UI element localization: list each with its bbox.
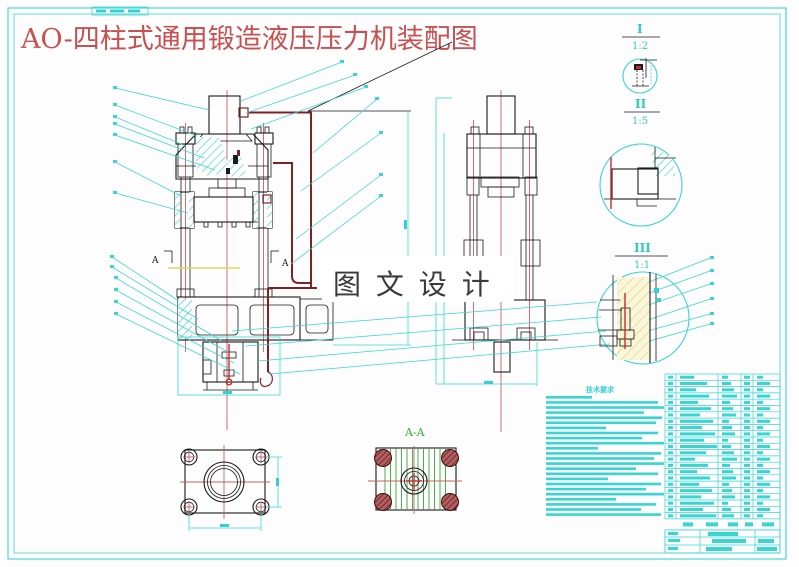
detail-III-scale: 1:1 xyxy=(634,260,650,271)
technical-notes: 技术要求 xyxy=(546,385,664,516)
notes-heading: 技术要求 xyxy=(586,385,615,394)
watermark: 图 文 设 计 xyxy=(322,256,514,302)
detail-I: I 1:2 xyxy=(622,22,660,93)
detail-I-label: I xyxy=(637,22,643,36)
green-hatch xyxy=(385,449,446,509)
detail-II-label: II xyxy=(635,97,647,111)
section-AA-label: A-A xyxy=(404,426,426,439)
watermark-text: 图 文 设 计 xyxy=(333,268,493,301)
yellow-hatch-zone xyxy=(617,277,649,360)
detail-III-label: III xyxy=(634,241,651,255)
section-hatch xyxy=(196,137,231,176)
detail-II: II 1:5 xyxy=(600,97,682,226)
drawing-title: AO-四柱式通用锻造液压压力机装配图 xyxy=(20,24,478,55)
notes-lines xyxy=(546,396,664,516)
hydraulic-piping xyxy=(239,108,317,386)
parts-list-table xyxy=(665,374,780,530)
cut-label-right: A xyxy=(281,259,289,269)
title-block xyxy=(665,530,780,553)
cut-label-left: A xyxy=(151,256,159,266)
detail-III: III 1:1 xyxy=(597,241,689,364)
detail-I-scale: 1:2 xyxy=(632,41,648,52)
base-plate-plan-view xyxy=(180,445,282,531)
section-view-AA: A-A xyxy=(368,426,462,514)
detail-II-scale: 1:5 xyxy=(632,116,648,127)
